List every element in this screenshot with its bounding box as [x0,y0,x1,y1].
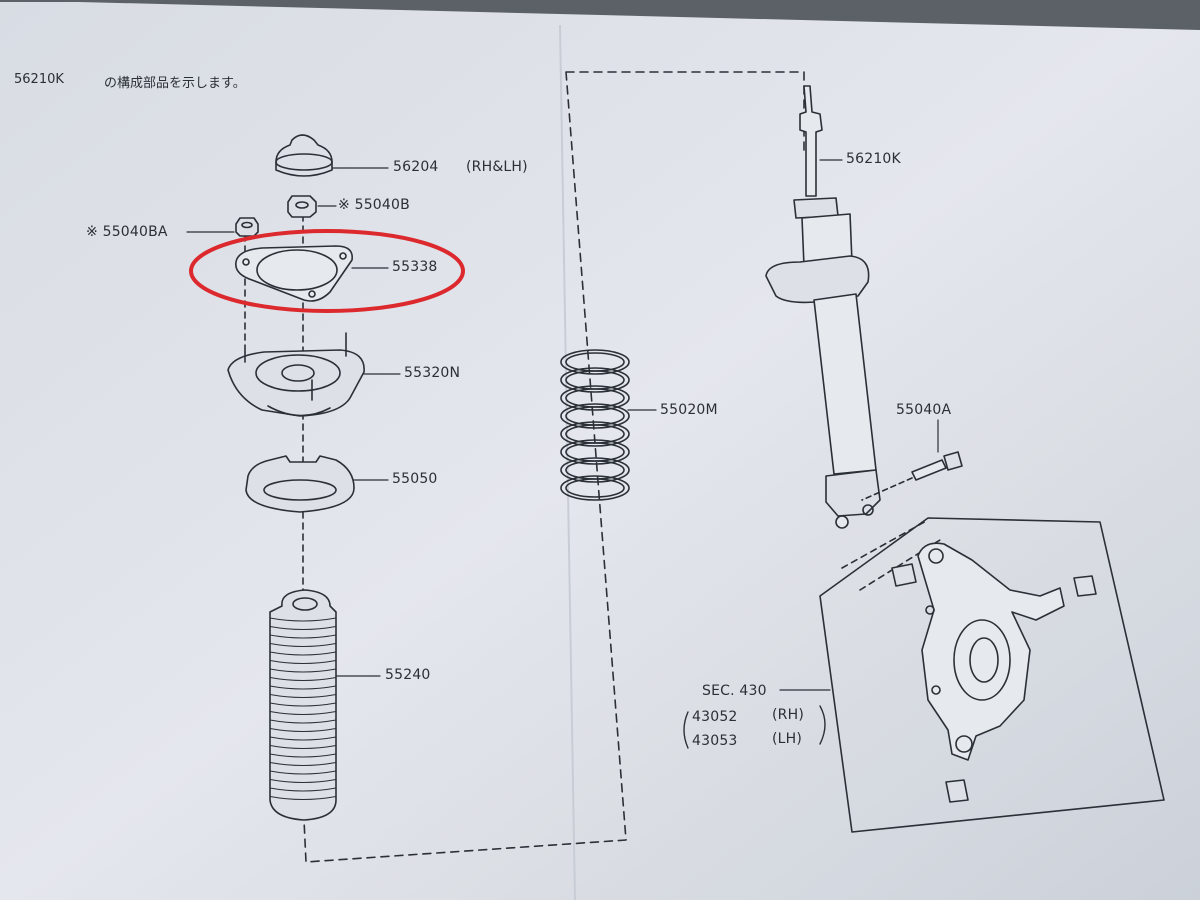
bumper-rib [269,787,337,792]
nut-55040b-drawing [287,195,337,218]
label-gasket: 55338 [392,259,438,275]
label-nut-b: ※ 55040B [338,197,410,213]
header-caption: の構成部品を示します。 [104,76,246,91]
bumper-rib [269,778,337,784]
bumper-rib [269,693,337,699]
bumper-rib [269,727,337,733]
nut-55040ba-drawing [186,217,259,237]
bumper-rib [269,642,337,648]
label-mount: 55320N [404,365,461,381]
knuckle-section-box [819,517,1165,833]
spring-coil-loop [560,421,630,447]
bumper-rib [269,617,337,622]
label-dust-cap-side: (RH&LH) [466,159,528,175]
spring-coil-inner [565,478,625,498]
strut-mount-55320n-drawing [227,332,401,417]
bumper-rib [269,761,337,767]
bumper-rib [269,685,337,690]
label-nut-ba: ※ 55040BA [86,224,168,240]
highlight-ellipse [189,229,465,313]
bumper-rib [269,634,337,639]
bumper-rib [269,668,337,673]
spring-coil-loop [560,403,630,429]
bumper-rib [269,676,337,682]
spring-bracket [303,71,805,863]
spring-coil-loop [560,385,630,411]
dark-top-edge [0,0,1200,2]
right-paren [819,705,826,745]
label-knuckle-lh-no: 43053 [692,733,738,749]
label-spring-seat: 55050 [392,471,438,487]
bumper-rib [269,753,337,758]
bumper-rib [269,625,337,631]
bumper-rib [269,710,337,716]
label-dust-cap: 56204 [393,159,439,175]
bound-bumper-ribs [269,617,337,801]
header-part-code: 56210K [14,72,64,87]
gasket-55338-drawing [235,245,389,302]
bumper-rib [269,702,337,707]
bumper-rib [269,719,337,724]
spring-coil-loop [560,457,630,483]
bumper-rib [269,659,337,665]
label-bound-bumper: 55240 [385,667,431,683]
spring-seat-55050-drawing [245,455,389,513]
coil-spring-55020m-drawing [560,349,630,501]
dust-cap-drawing [275,134,389,177]
bumper-rib [269,770,337,775]
label-knuckle-lh-side: (LH) [772,731,803,747]
bumper-rib [269,744,337,750]
bolt-55040a-drawing [861,419,963,501]
bound-bumper-55240-drawing [269,589,337,821]
left-paren [683,711,689,749]
steering-knuckle-drawing [779,542,1097,803]
spring-coil-loop [560,349,630,375]
shock-absorber-drawing [765,85,881,529]
spring-coil-loop [560,475,630,501]
bumper-rib [269,651,337,656]
spring-coil-loop [560,439,630,465]
label-section: SEC. 430 [702,683,767,699]
bumper-rib [269,736,337,741]
label-strut: 56210K [846,151,901,167]
label-coil-spring: 55020M [660,402,718,418]
label-bolt: 55040A [896,402,952,418]
label-knuckle-rh-side: (RH) [772,707,804,723]
spring-coil-loop [560,367,630,393]
label-knuckle-rh-no: 43052 [692,709,738,725]
bumper-rib [269,795,337,801]
